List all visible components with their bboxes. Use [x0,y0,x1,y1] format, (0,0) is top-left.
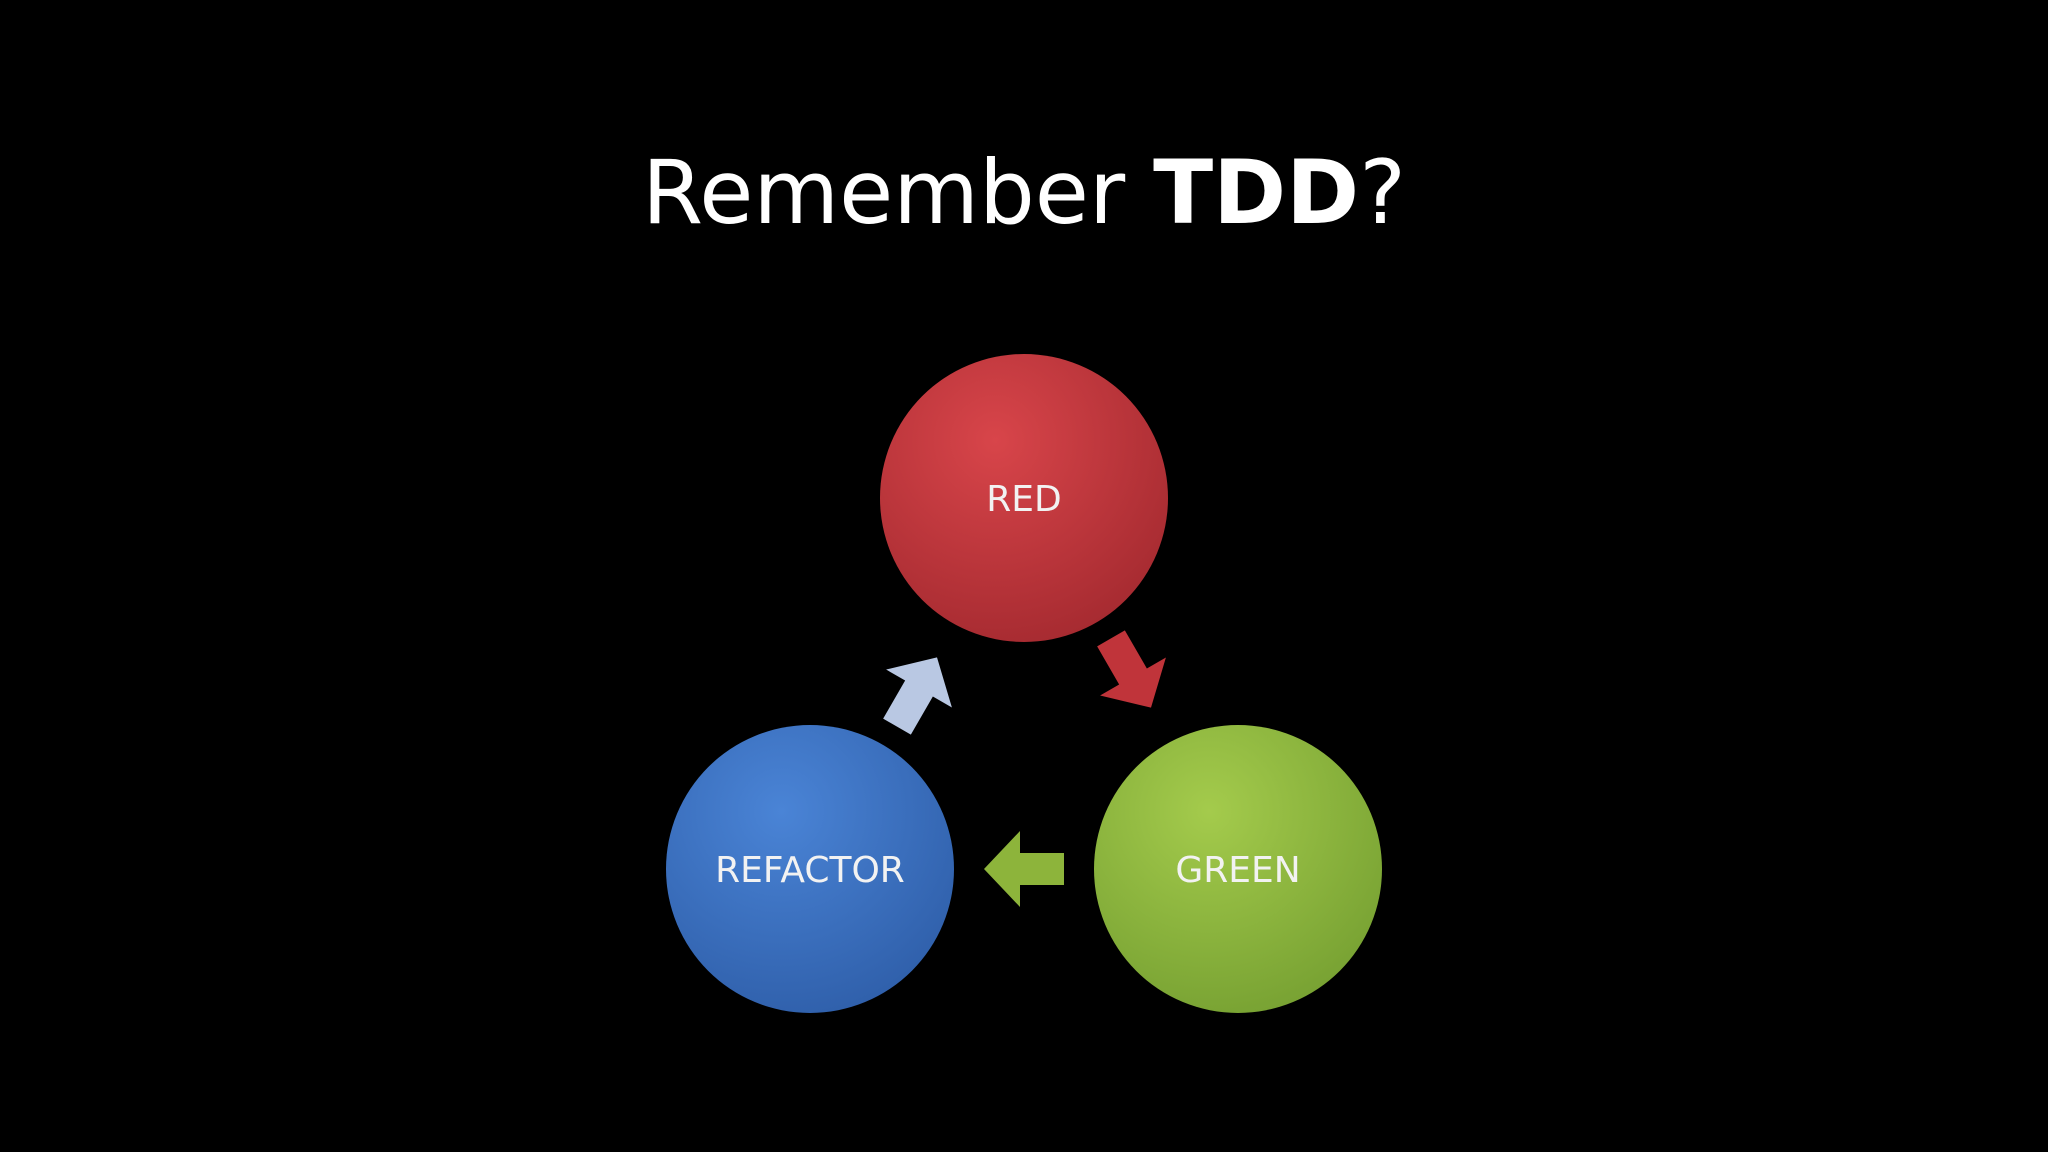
blue-arrow-icon [883,657,952,735]
title-emphasis: TDD [1153,141,1360,244]
red-arrow-icon [1097,630,1166,708]
red-circle [880,354,1168,642]
title-suffix: ? [1359,141,1406,244]
node-refactor: REFACTOR [666,725,954,1013]
green-arrow-icon [984,831,1064,907]
refactor-label: REFACTOR [715,850,905,891]
arrow-refactor-to-red [883,657,952,735]
green-circle [1094,725,1382,1013]
node-red: RED [880,354,1168,642]
arrow-red-to-green [1097,630,1166,708]
green-label: GREEN [1175,850,1300,891]
slide-title: Remember TDD? [0,138,2048,248]
node-green: GREEN [1094,725,1382,1013]
title-prefix: Remember [642,141,1154,244]
refactor-circle [666,725,954,1013]
arrow-green-to-refactor [984,831,1064,907]
red-label: RED [986,479,1061,520]
